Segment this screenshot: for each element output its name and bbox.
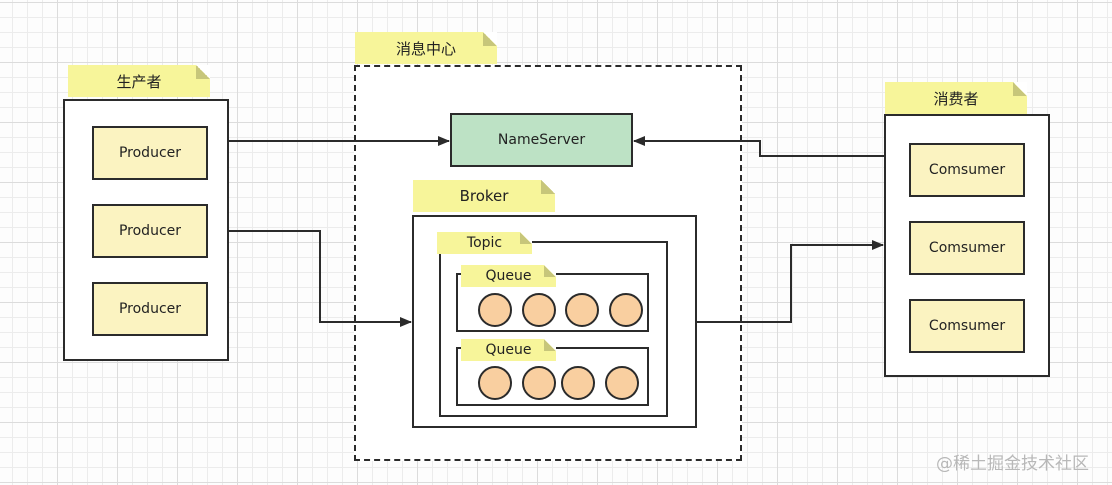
note-fold-icon: [544, 265, 556, 277]
message-circle: [478, 293, 512, 327]
message-circle: [522, 366, 556, 400]
producer-node[interactable]: Producer: [92, 282, 208, 336]
watermark: @稀土掘金技术社区: [936, 454, 1089, 474]
message-circle: [565, 293, 599, 327]
broker-title: Broker: [459, 187, 509, 205]
note-fold-icon: [541, 180, 555, 194]
broker-to-consumer-arrow: [697, 240, 884, 323]
consumer-node[interactable]: Comsumer: [909, 143, 1025, 197]
note-fold-icon: [1013, 82, 1027, 96]
message-center-label: 消息中心: [355, 32, 497, 64]
message-circle: [478, 366, 512, 400]
message-circle: [561, 366, 595, 400]
topic-label: Topic: [437, 232, 532, 254]
producer-label: Producer: [118, 223, 182, 239]
queue-label: Queue: [461, 265, 556, 287]
broker-label: Broker: [413, 180, 555, 212]
note-fold-icon: [544, 339, 556, 351]
producer-label: Producer: [118, 301, 182, 317]
consumer-label: Comsumer: [928, 162, 1006, 178]
nameserver-label: NameServer: [497, 132, 586, 148]
queue-title: Queue: [485, 342, 532, 358]
queue-label: Queue: [461, 339, 556, 361]
producer-label: Producer: [118, 145, 182, 161]
consumer-node[interactable]: Comsumer: [909, 221, 1025, 275]
consumer-node[interactable]: Comsumer: [909, 299, 1025, 353]
message-circle: [605, 366, 639, 400]
consumer-group-label: 消费者: [885, 82, 1027, 114]
message-circle: [522, 293, 556, 327]
consumer-label: Comsumer: [928, 318, 1006, 334]
queue-title: Queue: [485, 268, 532, 284]
producer-to-broker-arrow: [229, 230, 412, 327]
consumer-to-nameserver-arrow: [633, 136, 884, 157]
consumer-group-title: 消费者: [933, 89, 979, 108]
topic-title: Topic: [466, 235, 503, 251]
consumer-label: Comsumer: [928, 240, 1006, 256]
producer-node[interactable]: Producer: [92, 204, 208, 258]
message-circle: [609, 293, 643, 327]
nameserver-node[interactable]: NameServer: [450, 113, 633, 167]
note-fold-icon: [483, 32, 497, 46]
producer-group-label: 生产者: [68, 65, 210, 97]
note-fold-icon: [196, 65, 210, 79]
producer-node[interactable]: Producer: [92, 126, 208, 180]
message-center-title: 消息中心: [395, 39, 456, 58]
note-fold-icon: [520, 232, 532, 244]
producer-group-title: 生产者: [116, 72, 162, 91]
